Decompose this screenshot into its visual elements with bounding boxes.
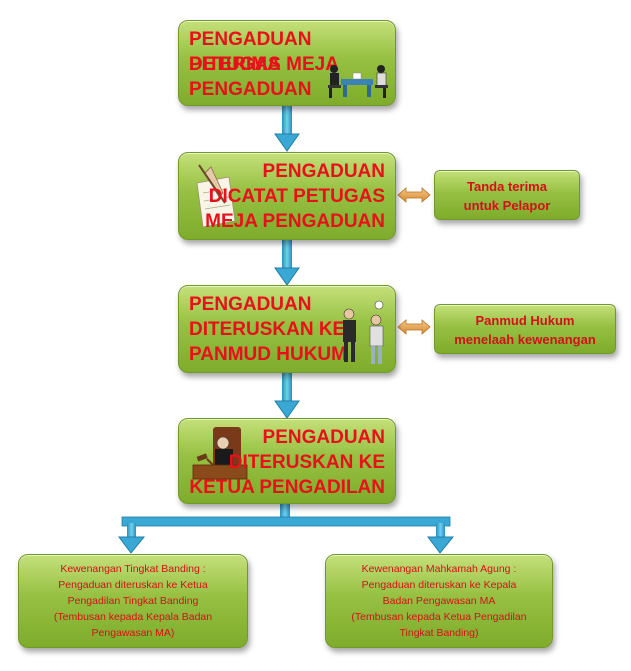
- side-note-1-line-1: Tanda terima: [467, 179, 547, 194]
- desk-meeting-icon: [328, 65, 388, 98]
- outcome-2-line-2: Pengaduan diteruskan ke Kepala: [361, 579, 517, 591]
- side-note-1-line-2: untuk Pelapor: [463, 198, 551, 213]
- branch-connector: [118, 503, 455, 554]
- step-3-line-3: PANMUD HUKUM: [189, 344, 347, 365]
- side-note-2-line-2: menelaah kewenangan: [454, 332, 596, 347]
- step-box-received: PENGADUAN DITERIMA PETUGAS MEJA PENGADUA…: [178, 20, 396, 106]
- double-arrow-1: [397, 187, 431, 203]
- step-box-forwarded-chief: PENGADUAN DITERUSKAN KE KETUA PENGADILAN: [178, 418, 396, 504]
- outcome-1-line-5: Pengawasan MA): [91, 627, 175, 639]
- step-1-line-1: PENGADUAN DITERIMA: [189, 29, 312, 75]
- writing-hand-icon: [196, 164, 236, 228]
- step-3-line-2: DITERUSKAN KE: [189, 319, 346, 340]
- step-4-line-1: PENGADUAN: [262, 427, 385, 448]
- side-note-2-line-1: Panmud Hukum: [475, 313, 575, 328]
- outcome-appellate: Kewenangan Tingkat Banding : Pengaduan d…: [18, 554, 248, 648]
- outcome-2-line-5: Tingkat Banding): [399, 627, 479, 639]
- step-4-line-3: KETUA PENGADILAN: [189, 477, 385, 498]
- step-2-line-1: PENGADUAN: [262, 161, 385, 182]
- judge-icon: [192, 427, 248, 480]
- outcome-2-line-4: (Tembusan kepada Ketua Pengadilan: [351, 611, 527, 623]
- flow-arrow-2: [274, 240, 300, 286]
- outcome-2-line-3: Badan Pengawasan MA: [382, 595, 496, 607]
- outcome-1-line-3: Pengadilan Tingkat Banding: [67, 595, 199, 607]
- step-box-recorded: PENGADUAN DICATAT PETUGAS MEJA PENGADUAN: [178, 152, 396, 240]
- outcome-supreme-court: Kewenangan Mahkamah Agung : Pengaduan di…: [325, 554, 553, 648]
- step-1-line-2: PETUGAS MEJA: [189, 54, 339, 75]
- side-note-panmud-review: Panmud Hukum menelaah kewenangan: [434, 304, 616, 354]
- outcome-1-line-1: Kewenangan Tingkat Banding :: [60, 563, 206, 575]
- flow-arrow-3: [274, 373, 300, 419]
- step-2-line-2: DICATAT PETUGAS: [208, 186, 385, 207]
- step-1-line-3: PENGADUAN: [189, 79, 312, 100]
- step-4-line-2: DITERUSKAN KE: [228, 452, 385, 473]
- step-2-line-3: MEJA PENGADUAN: [205, 211, 385, 232]
- outcome-1-line-4: (Tembusan kepada Kepala Badan: [53, 611, 213, 623]
- side-note-receipt: Tanda terima untuk Pelapor: [434, 170, 580, 220]
- double-arrow-2: [397, 319, 431, 335]
- step-box-forwarded-panmud: PENGADUAN DITERUSKAN KE PANMUD HUKUM: [178, 285, 396, 373]
- outcome-1-line-2: Pengaduan diteruskan ke Ketua: [58, 579, 208, 591]
- two-officials-icon: [343, 300, 384, 364]
- outcome-2-line-1: Kewenangan Mahkamah Agung :: [361, 563, 517, 575]
- flow-arrow-1: [274, 106, 300, 152]
- step-3-line-1: PENGADUAN: [189, 294, 312, 315]
